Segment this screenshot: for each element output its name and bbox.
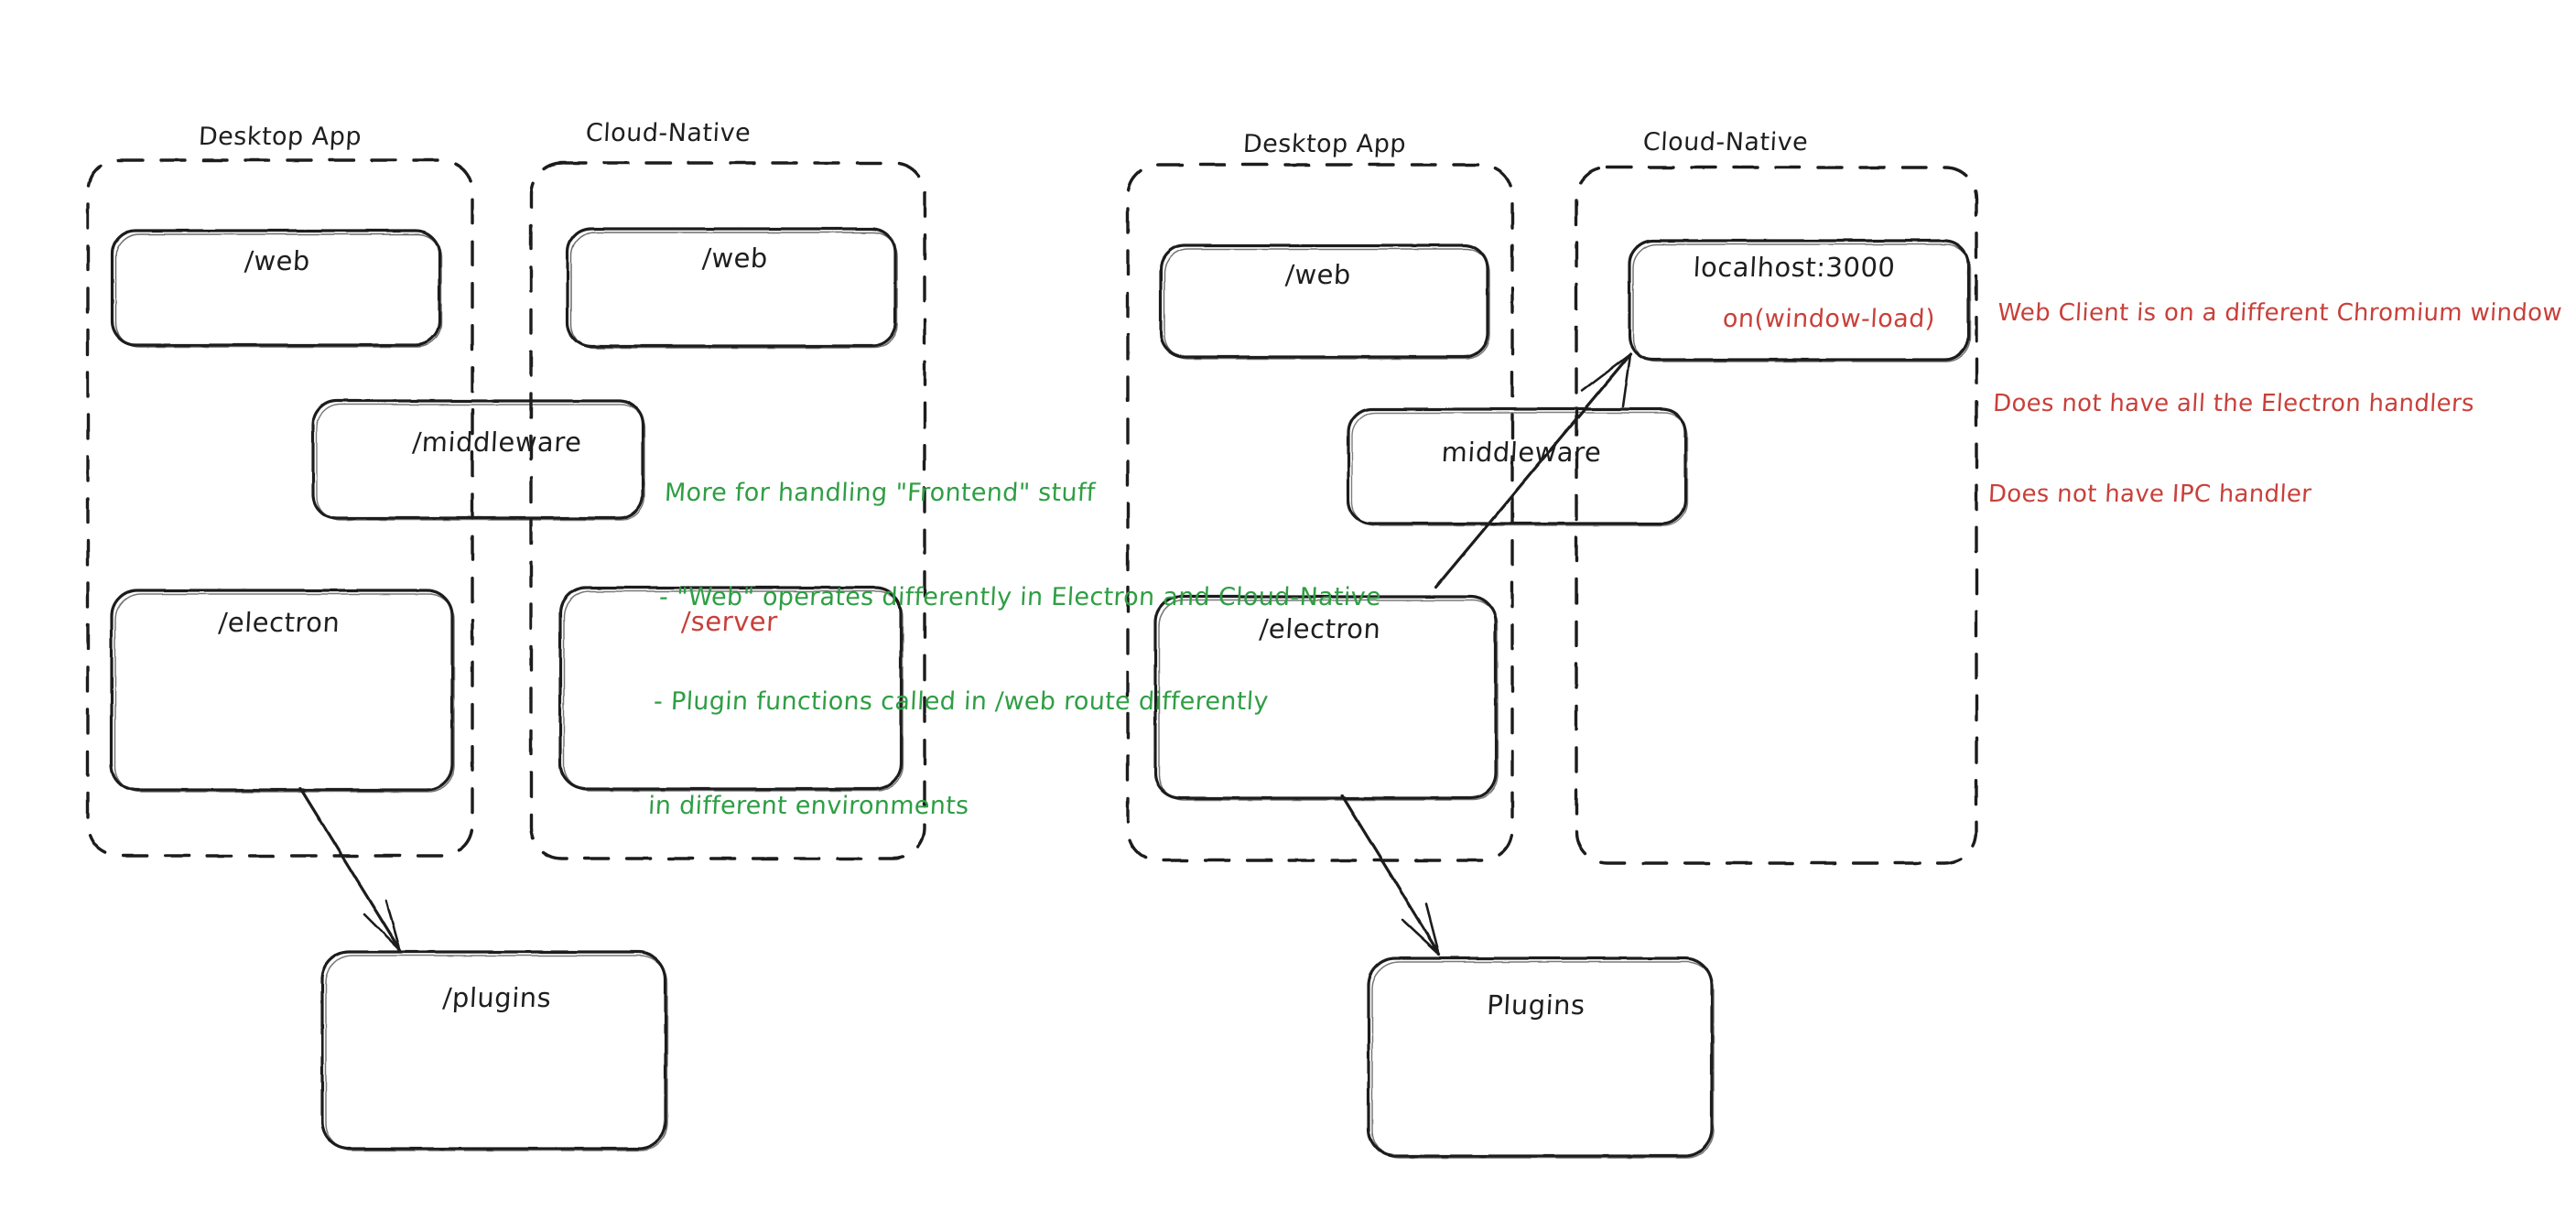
node-left-web[interactable] xyxy=(110,229,442,348)
node-right-web[interactable] xyxy=(1159,243,1490,360)
node-left-server[interactable] xyxy=(558,586,904,792)
node-right-middleware[interactable] xyxy=(1347,407,1688,526)
arrow-left-electron-to-plugins xyxy=(298,786,402,952)
arrow-right-electron-to-localhost xyxy=(1434,352,1632,589)
node-left-cloud-web[interactable] xyxy=(566,227,898,349)
arrow-right-electron-to-plugins xyxy=(1340,794,1441,956)
node-right-electron[interactable] xyxy=(1153,595,1499,801)
group-left-cloud-native xyxy=(529,161,926,860)
node-right-plugins[interactable] xyxy=(1367,956,1715,1159)
group-right-cloud-native xyxy=(1575,166,1978,865)
group-right-desktop-app xyxy=(1126,163,1514,862)
group-left-desktop-app xyxy=(86,158,474,858)
node-left-electron[interactable] xyxy=(110,589,455,793)
node-right-localhost[interactable] xyxy=(1628,239,1971,362)
node-left-plugins[interactable] xyxy=(320,950,668,1151)
node-left-middleware[interactable] xyxy=(311,399,645,521)
